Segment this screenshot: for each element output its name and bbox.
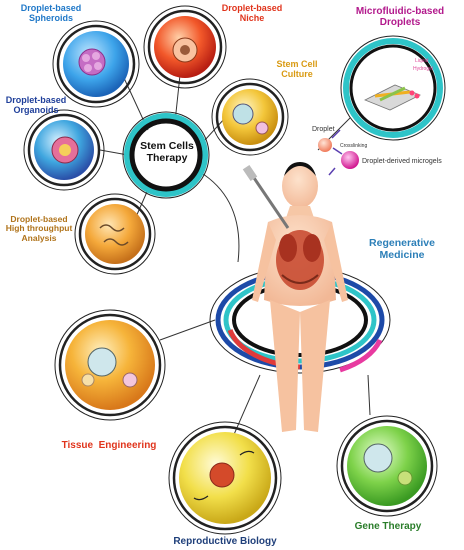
microfluidic-node — [340, 35, 446, 141]
stem-cells-therapy-label: Stem Cells Therapy — [140, 140, 194, 165]
regenerative-medicine-label: Regenerative Medicine — [369, 237, 435, 261]
niche-node — [143, 5, 227, 89]
tissue-engineering-label: Tissue Engineering — [61, 440, 157, 451]
culture-node — [211, 78, 289, 156]
reproductive-biology-label: Reproductive Biology — [173, 536, 277, 547]
droplet-process — [318, 129, 359, 176]
niche-label: Droplet-based Niche — [221, 3, 283, 23]
hair — [284, 162, 316, 176]
tissue-node — [54, 309, 166, 421]
head — [282, 164, 318, 208]
inset-hydrogel-label: Hydrogel — [413, 66, 434, 72]
sperm-icon — [239, 450, 255, 456]
stem-cells-therapy-hub — [122, 111, 210, 199]
gene-node — [336, 415, 438, 517]
droplet-icon — [318, 138, 332, 152]
spheroid-cluster-icon — [78, 48, 106, 76]
right-arm — [324, 222, 348, 302]
spheroids-label: Droplet-based Spheroids — [20, 3, 82, 23]
droplet-label: Droplet — [312, 126, 335, 133]
microgels-label: Droplet-derived microgels — [362, 158, 442, 165]
analysis-node — [74, 193, 156, 275]
dna-icon — [99, 224, 125, 232]
organoids-label: Droplet-based Organoids — [5, 95, 67, 115]
right-leg — [300, 300, 330, 432]
syringe-icon — [248, 171, 290, 229]
analysis-droplet — [85, 204, 145, 264]
spheroids-node — [52, 20, 140, 108]
inset-liquid-label: Liquid — [415, 58, 429, 64]
egg-cell-icon — [209, 462, 235, 488]
analysis-label: Droplet-based High throughput Analysis — [5, 214, 73, 243]
left-leg — [270, 300, 300, 432]
microfluidic-title: Microfluidic-based Droplets — [355, 6, 445, 28]
gene-therapy-label: Gene Therapy — [354, 521, 422, 532]
left-arm — [252, 222, 276, 302]
gene-cell-icon — [363, 443, 393, 473]
culture-cell-icon — [232, 103, 254, 125]
crosslinking-label: Crosslinking — [340, 143, 368, 149]
tissue-cell-icon — [87, 347, 117, 377]
culture-label: Stem Cell Culture — [276, 59, 318, 79]
microgel-icon — [341, 151, 359, 169]
organoids-node — [23, 109, 105, 191]
reproductive-node — [168, 421, 282, 535]
human-body-figure — [242, 162, 348, 432]
